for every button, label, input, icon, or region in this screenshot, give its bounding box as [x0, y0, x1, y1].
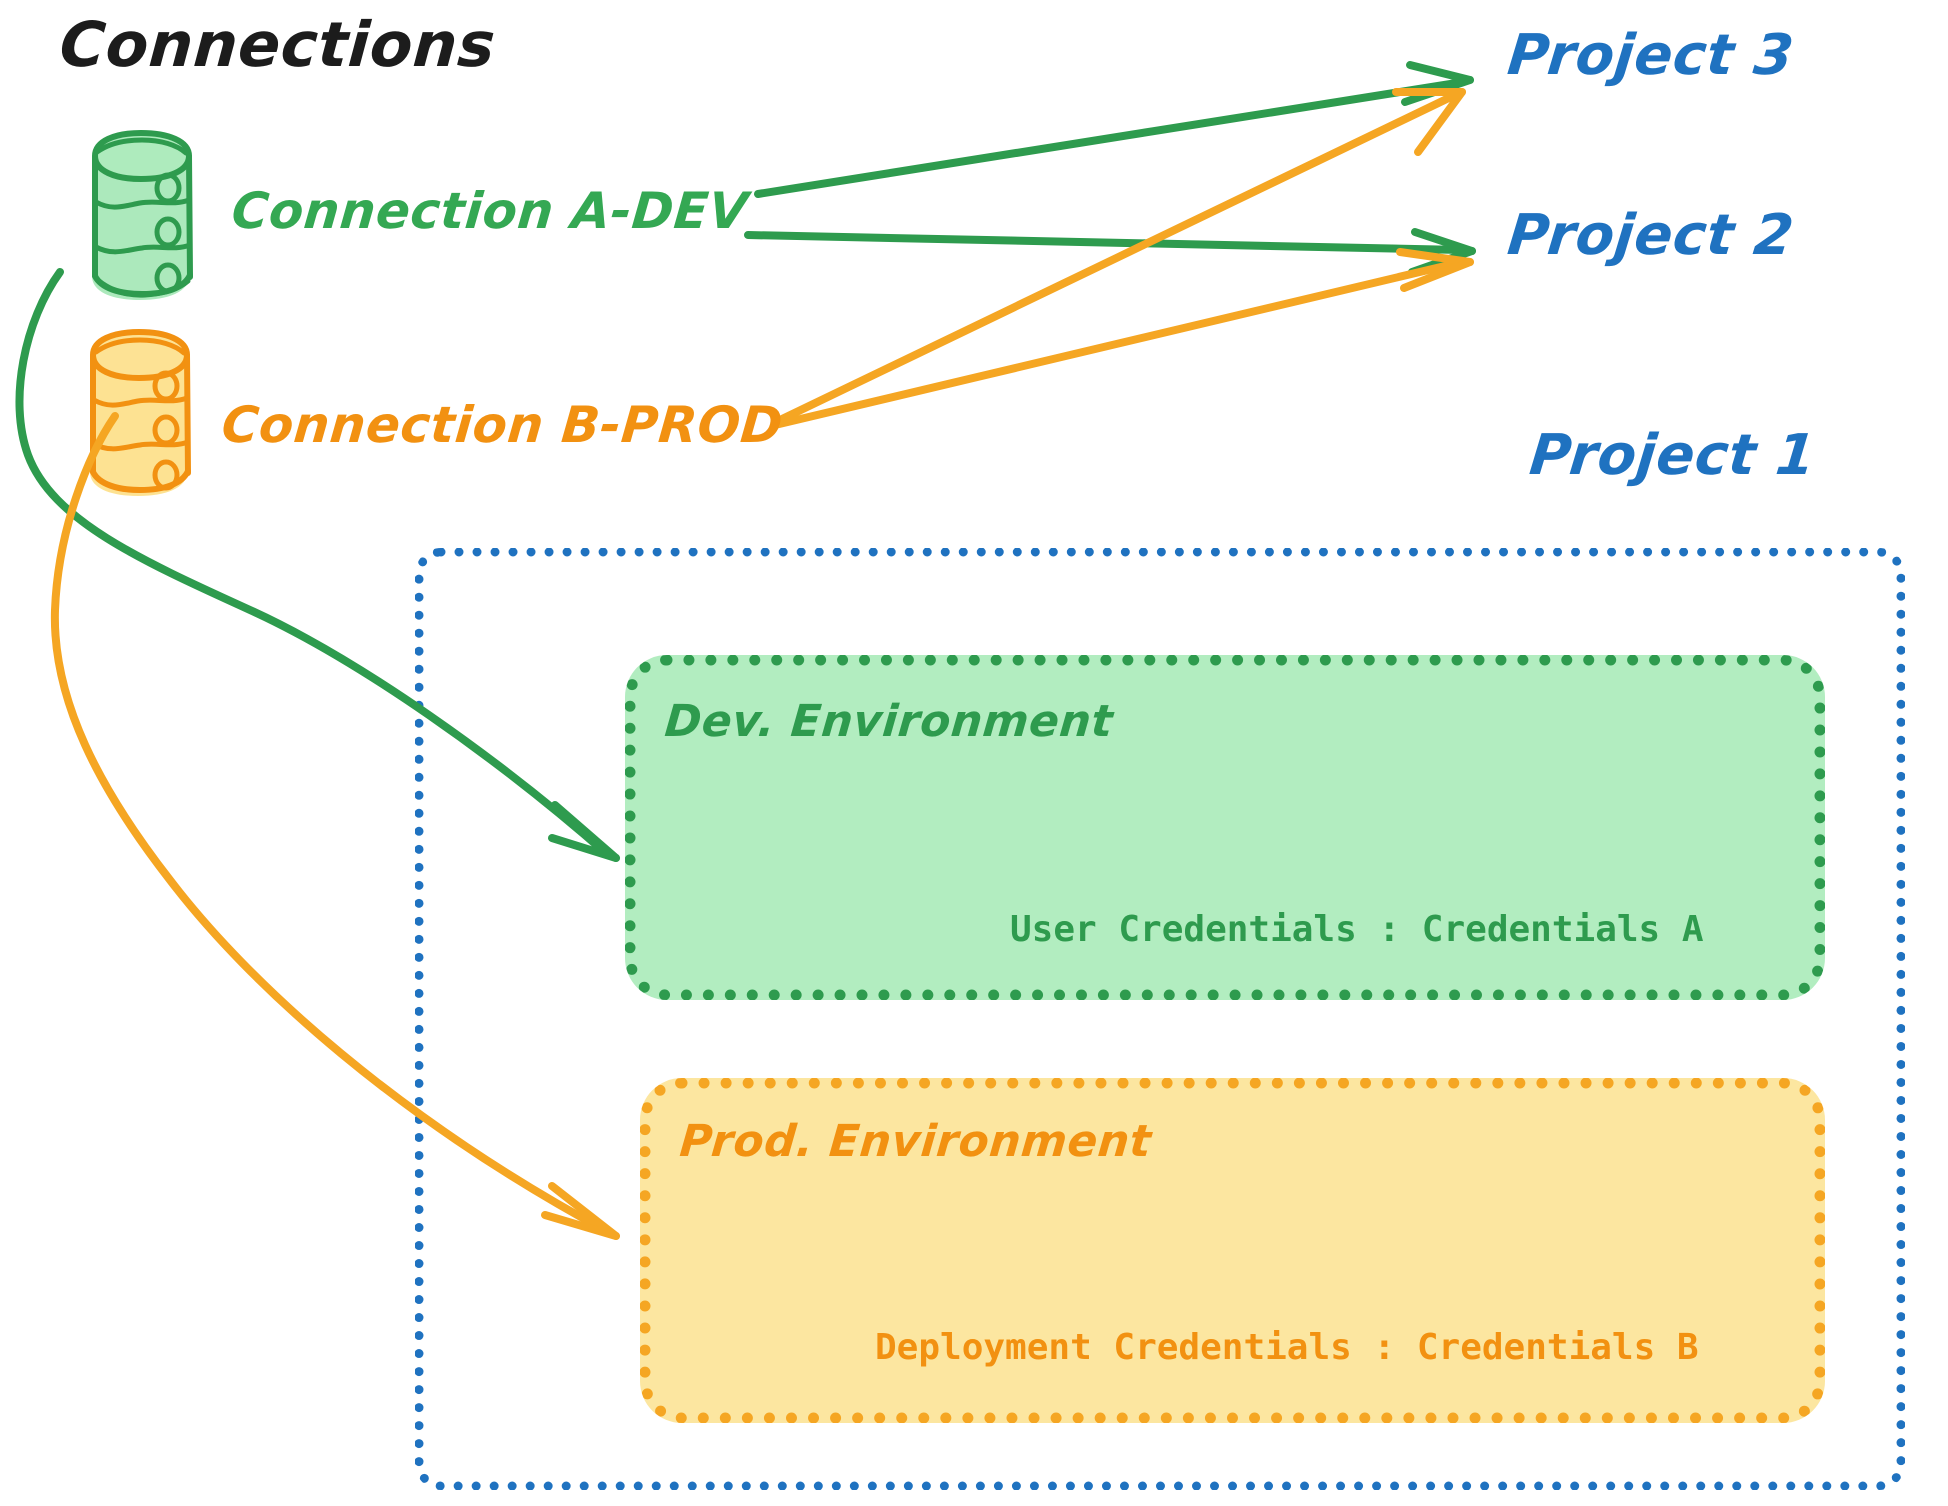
page-title: Connections: [57, 8, 498, 81]
edge-a-dev-to-dev-environment: [15, 268, 620, 862]
project-2-label[interactable]: Project 2: [1504, 203, 1797, 268]
connection-b-prod-label[interactable]: Connection B-PROD: [219, 396, 786, 454]
prod-environment-box[interactable]: [640, 1078, 1825, 1423]
prod-environment-title: Prod. Environment: [677, 1116, 1154, 1167]
dev-environment-credentials: User Credentials : Credentials A: [1010, 909, 1704, 950]
edge-a-dev-to-project-3: [754, 61, 1474, 198]
edge-b-prod-to-project-2: [771, 248, 1474, 429]
database-cylinder-icon-orange[interactable]: [90, 329, 191, 496]
edge-b-prod-to-project-3: [776, 88, 1466, 424]
connection-a-dev-label[interactable]: Connection A-DEV: [229, 182, 751, 240]
edge-b-prod-to-prod-environment: [50, 412, 620, 1240]
prod-environment-credentials: Deployment Credentials : Credentials B: [875, 1327, 1699, 1368]
dev-environment-title: Dev. Environment: [662, 696, 1116, 747]
dev-environment-box[interactable]: [625, 655, 1825, 1000]
project-1-boundary-box: [415, 548, 1905, 1490]
project-3-label[interactable]: Project 3: [1504, 23, 1797, 88]
edge-a-dev-to-project-2: [744, 228, 1476, 276]
database-cylinder-icon-green[interactable]: [92, 130, 193, 300]
project-1-label[interactable]: Project 1: [1526, 423, 1819, 488]
